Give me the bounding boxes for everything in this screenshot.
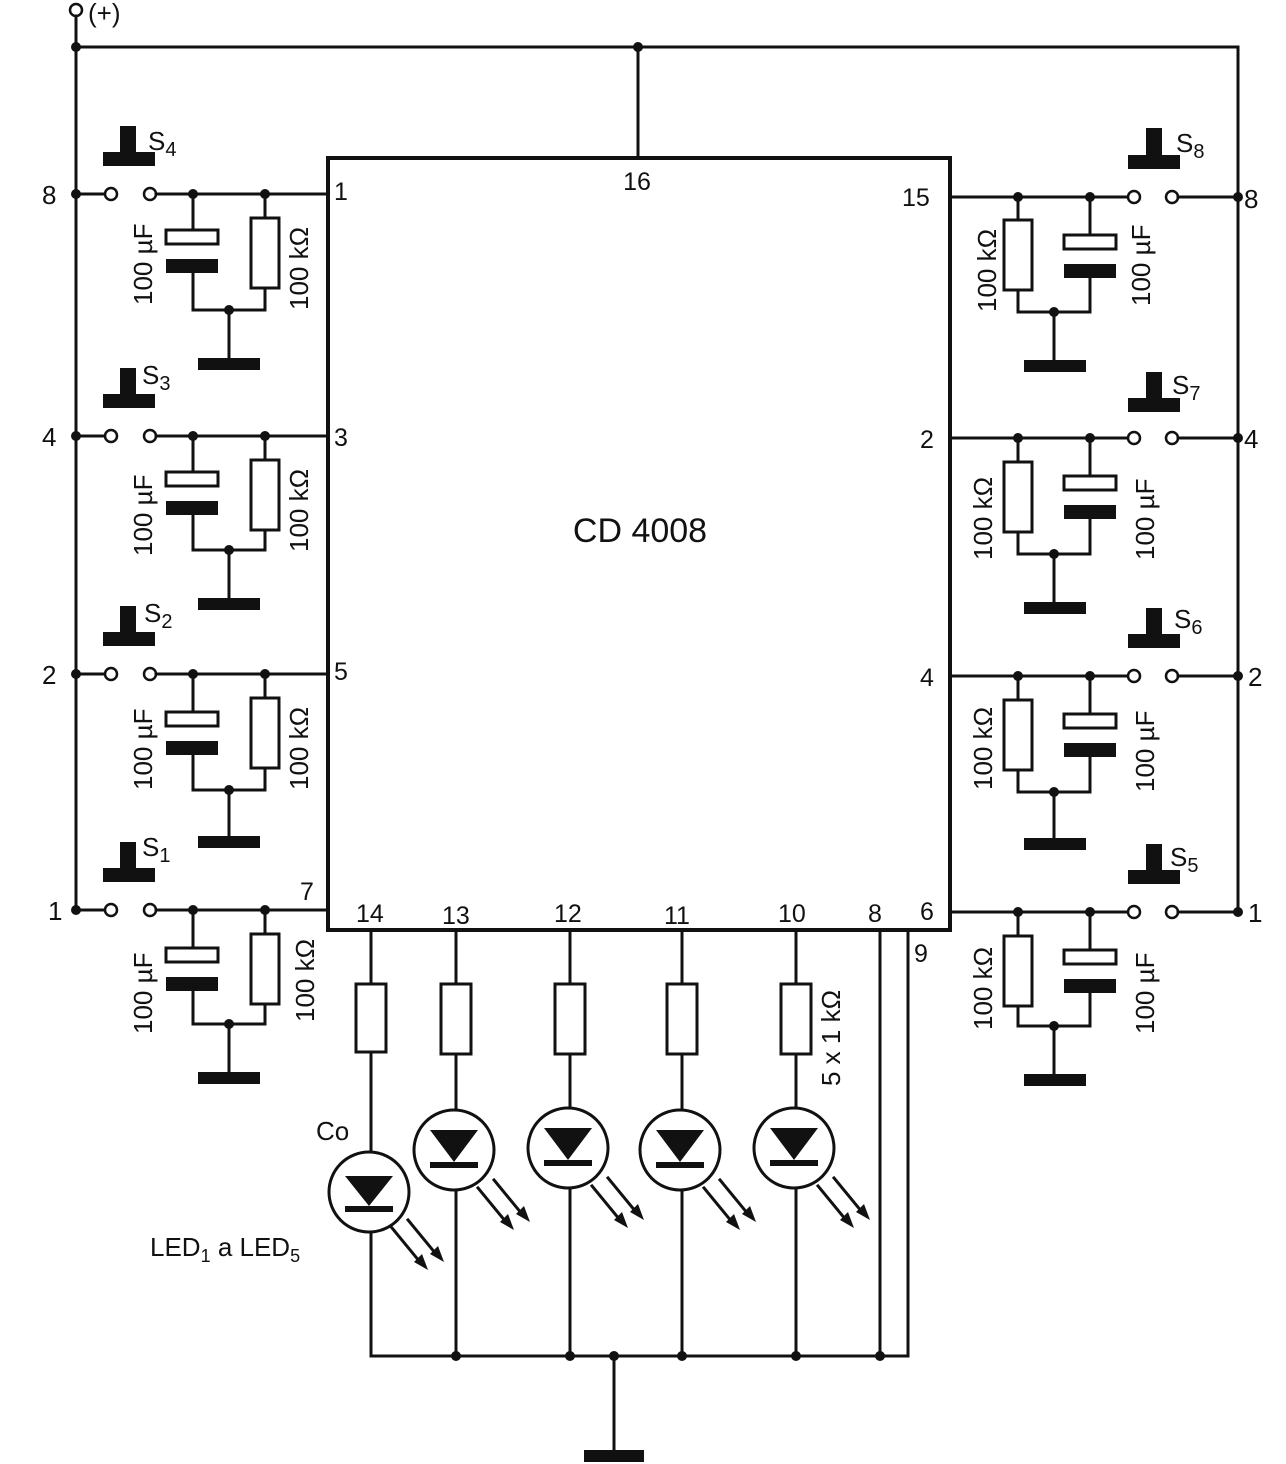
pin-14-label: 14 — [356, 900, 384, 928]
svg-text:S6: S6 — [1174, 604, 1202, 639]
svg-text:100 µF: 100 µF — [128, 953, 158, 1034]
stage-s7: 2 4 S7 100 kΩ 100 µF — [920, 370, 1258, 614]
svg-text:S8: S8 — [1176, 128, 1204, 163]
ic-name: CD 4008 — [573, 512, 707, 550]
pin-6-label: 6 — [920, 898, 934, 926]
stage-s6: 4 2 S6 100 kΩ 100 µF — [920, 604, 1262, 850]
led-resistor-value: 5 x 1 kΩ — [816, 990, 846, 1086]
capacitor — [164, 228, 220, 246]
carry-label: Co — [316, 1116, 349, 1146]
svg-text:100 kΩ: 100 kΩ — [968, 707, 998, 790]
pin-10-label: 10 — [778, 900, 806, 928]
weight-label: 8 — [42, 180, 56, 210]
pin-5-label: 5 — [334, 658, 348, 686]
stage-s4: 8 S4 100 µF 100 kΩ 1 — [42, 126, 348, 370]
stage-s2: 2 S2 100 µF 100 kΩ 5 — [42, 598, 348, 848]
svg-text:100 kΩ: 100 kΩ — [284, 469, 314, 552]
svg-text:S2: S2 — [144, 598, 172, 633]
pin-2-label: 2 — [920, 426, 934, 454]
pin-11-label: 11 — [664, 902, 690, 930]
ic-cd4008: CD 4008 16 — [326, 156, 952, 932]
svg-text:100 kΩ: 100 kΩ — [972, 229, 1002, 312]
svg-text:4: 4 — [42, 422, 56, 452]
svg-text:100 µF: 100 µF — [128, 475, 158, 556]
svg-text:2: 2 — [1248, 662, 1262, 692]
pin-3-label: 3 — [334, 424, 348, 452]
pin-4-label: 4 — [920, 664, 934, 692]
svg-text:8: 8 — [1244, 184, 1258, 214]
stage-s3: 4 S3 100 µF 100 kΩ 3 — [42, 360, 348, 610]
stage-s8: 15 8 S8 100 kΩ 100 µF — [902, 128, 1258, 372]
svg-text:S7: S7 — [1172, 370, 1200, 405]
pin-8-label: 8 — [868, 900, 882, 928]
svg-text:100 µF: 100 µF — [128, 709, 158, 790]
supply-label: (+) — [88, 0, 121, 28]
svg-text:S5: S5 — [1170, 842, 1198, 877]
ic-body — [326, 156, 952, 932]
stage-s5: 6 1 S5 100 kΩ 100 µF — [920, 842, 1262, 1086]
led-resistor — [354, 982, 388, 1054]
led-range-label: LED1 a LED5 — [150, 1232, 300, 1266]
switch-actuator — [103, 152, 155, 166]
main-ground-symbol — [584, 1450, 644, 1462]
supply-rail: (+) — [68, 0, 1240, 912]
ground-symbol — [198, 358, 260, 370]
svg-text:100 kΩ: 100 kΩ — [968, 477, 998, 560]
svg-text:100 kΩ: 100 kΩ — [284, 707, 314, 790]
pin-9-label: 9 — [914, 940, 928, 968]
output-section: 14 13 12 11 10 8 9 — [150, 900, 928, 1462]
pin-15-label: 15 — [902, 184, 930, 212]
resistor-value: 100 kΩ — [284, 227, 314, 310]
svg-text:100 kΩ: 100 kΩ — [290, 939, 320, 1022]
pin-13-label: 13 — [442, 902, 470, 930]
svg-text:S1: S1 — [142, 832, 170, 867]
svg-text:100 µF: 100 µF — [1130, 953, 1160, 1034]
svg-text:1: 1 — [48, 896, 62, 926]
capacitor-value: 100 µF — [128, 224, 158, 305]
svg-text:S3: S3 — [142, 360, 170, 395]
pin-1-label: 1 — [334, 178, 348, 206]
svg-text:2: 2 — [42, 660, 56, 690]
pin-7-label: 7 — [300, 878, 314, 906]
svg-text:100 µF: 100 µF — [1130, 711, 1160, 792]
svg-text:100 µF: 100 µF — [1130, 479, 1160, 560]
resistor — [249, 216, 281, 290]
svg-text:1: 1 — [1248, 898, 1262, 928]
pin-12-label: 12 — [554, 900, 582, 928]
pin-16-label: 16 — [623, 168, 651, 196]
svg-text:100 µF: 100 µF — [1126, 225, 1156, 306]
stage-s1: 1 S1 100 µF 100 kΩ 7 — [48, 832, 330, 1084]
svg-text:100 kΩ: 100 kΩ — [968, 947, 998, 1030]
supply-terminal — [68, 2, 84, 18]
svg-text:S4: S4 — [148, 126, 176, 161]
svg-text:4: 4 — [1244, 424, 1258, 454]
